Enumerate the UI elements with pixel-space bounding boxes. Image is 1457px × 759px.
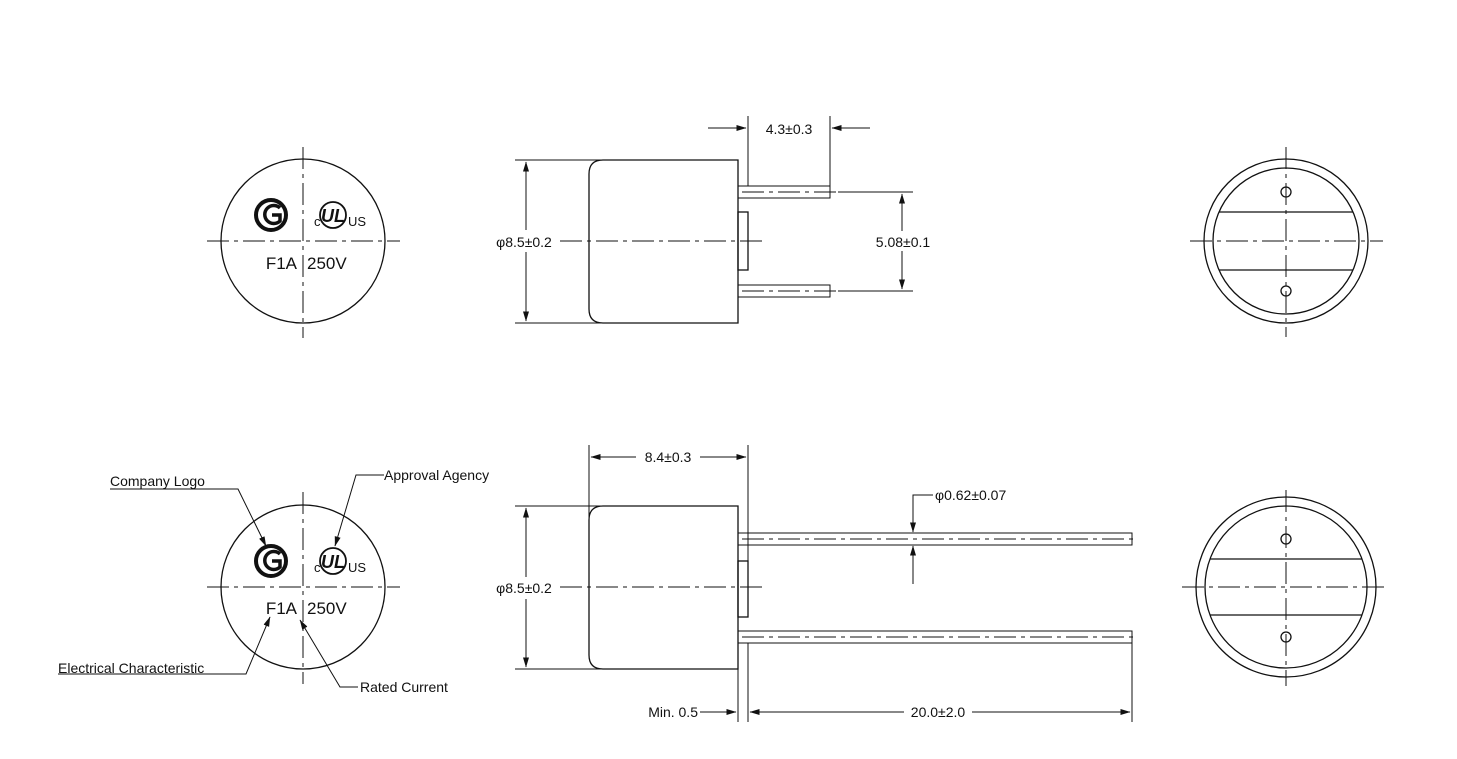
ul-suffix: US xyxy=(348,560,366,575)
bottom-side-view: 8.4±0.3 φ8.5±0.2 φ0.62±0.07 Min. 0.5 20.… xyxy=(488,445,1138,722)
lead-spacing-label: 5.08±0.1 xyxy=(876,234,931,250)
ul-prefix: c xyxy=(314,214,321,229)
electrical-characteristic-callout: Electrical Characteristic xyxy=(58,660,204,676)
ul-suffix: US xyxy=(348,214,366,229)
company-logo-callout: Company Logo xyxy=(110,473,205,489)
rating-current-text: F1A xyxy=(266,254,298,273)
diameter-top-label: φ8.5±0.2 xyxy=(496,234,552,250)
bottom-end-view xyxy=(1182,490,1388,686)
ul-mark: UL xyxy=(321,206,345,226)
body-length-label: 8.4±0.3 xyxy=(645,449,692,465)
lead-length-bottom-label: 20.0±2.0 xyxy=(911,704,966,720)
ul-prefix: c xyxy=(314,560,321,575)
company-logo-icon xyxy=(254,198,288,232)
lead-length-top-label: 4.3±0.3 xyxy=(766,121,813,137)
ul-mark: UL xyxy=(321,552,345,572)
bottom-marking-view: c UL US F1A 250V Company Logo Approval A… xyxy=(58,467,489,695)
top-end-view xyxy=(1190,147,1383,337)
ul-approval-icon: c UL US xyxy=(314,547,366,575)
rating-current-text: F1A xyxy=(266,599,298,618)
rated-current-callout: Rated Current xyxy=(360,679,448,695)
rating-voltage-text: 250V xyxy=(307,599,347,618)
approval-agency-callout: Approval Agency xyxy=(384,467,489,483)
ul-approval-icon: c UL US xyxy=(314,201,366,229)
diameter-bottom-label: φ8.5±0.2 xyxy=(496,580,552,596)
lead-diameter-label: φ0.62±0.07 xyxy=(935,487,1006,503)
rating-voltage-text: 250V xyxy=(307,254,347,273)
top-side-view: φ8.5±0.2 4.3±0.3 5.08±0.1 xyxy=(488,116,938,324)
standoff-label: Min. 0.5 xyxy=(648,704,698,720)
top-marking-view: c UL US F1A 250V xyxy=(207,147,400,338)
company-logo-icon xyxy=(254,544,288,578)
